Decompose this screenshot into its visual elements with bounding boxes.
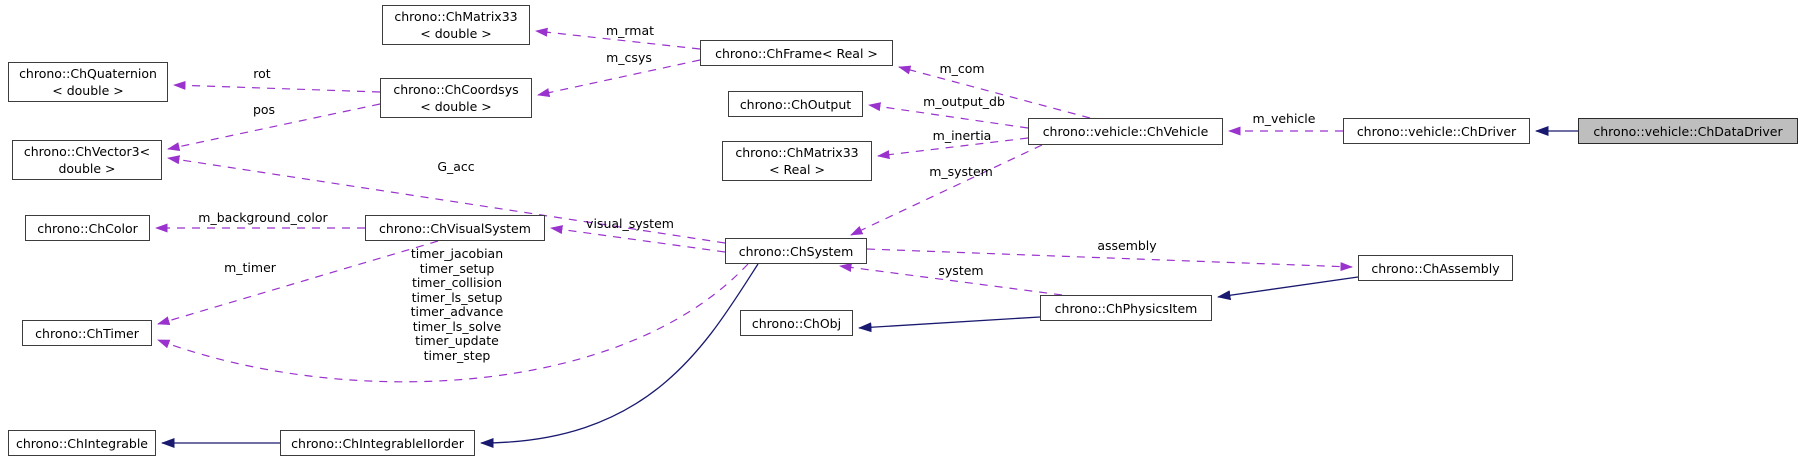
class-node-chcoordsys-double[interactable]: chrono::ChCoordsys< double > <box>380 78 532 118</box>
edge-m_rmat <box>536 31 700 49</box>
class-node-chvector3-double[interactable]: chrono::ChVector3<double > <box>12 140 162 180</box>
edge-pos <box>168 104 380 149</box>
class-node-chassembly[interactable]: chrono::ChAssembly <box>1358 255 1513 281</box>
edge-inherit-physicsitem-chobj <box>859 317 1040 328</box>
class-node-label: chrono::ChPhysicsItem <box>1055 300 1198 317</box>
edge-inherit-assembly-physicsitem <box>1218 277 1358 297</box>
edge-m_inertia <box>878 138 1028 156</box>
class-node-label: < double > <box>52 82 124 99</box>
class-node-label: double > <box>58 160 115 177</box>
class-node-chphysicsitem[interactable]: chrono::ChPhysicsItem <box>1040 295 1212 321</box>
class-node-chdriver[interactable]: chrono::vehicle::ChDriver <box>1343 118 1530 144</box>
class-node-label: chrono::ChAssembly <box>1371 260 1499 277</box>
class-node-label: < Real > <box>769 161 825 178</box>
class-node-label: chrono::ChFrame< Real > <box>715 45 878 62</box>
class-node-chvehicle[interactable]: chrono::vehicle::ChVehicle <box>1028 118 1223 145</box>
class-node-chobj[interactable]: chrono::ChObj <box>740 310 853 336</box>
class-node-label: chrono::ChMatrix33 <box>394 8 517 25</box>
class-node-label: chrono::ChColor <box>37 220 138 237</box>
class-node-choutput[interactable]: chrono::ChOutput <box>728 91 863 117</box>
edge-visual_system <box>551 228 725 252</box>
edge-m_timer <box>158 241 438 324</box>
class-node-label: chrono::vehicle::ChVehicle <box>1043 123 1209 140</box>
class-node-label: chrono::ChVisualSystem <box>379 220 531 237</box>
edge-m_com <box>899 67 1090 118</box>
class-node-label: chrono::ChTimer <box>35 325 139 342</box>
edge-rot <box>174 85 380 92</box>
class-node-label: chrono::ChOutput <box>740 96 851 113</box>
class-node-label: chrono::ChMatrix33 <box>735 144 858 161</box>
class-node-label: chrono::ChIntegrable <box>16 435 148 452</box>
class-node-label: chrono::ChVector3< <box>24 143 150 160</box>
edge-timers <box>158 264 748 382</box>
class-node-chintegrableiiorder[interactable]: chrono::ChIntegrableIIorder <box>280 430 475 456</box>
class-node-chmatrix33-real[interactable]: chrono::ChMatrix33< Real > <box>722 141 872 181</box>
class-node-label: chrono::ChObj <box>752 315 841 332</box>
class-node-chquaternion-double[interactable]: chrono::ChQuaternion< double > <box>8 62 168 102</box>
class-node-label: < double > <box>420 98 492 115</box>
class-node-chtimer[interactable]: chrono::ChTimer <box>22 320 152 346</box>
class-node-chmatrix33-double[interactable]: chrono::ChMatrix33< double > <box>382 5 530 45</box>
edge-system <box>840 266 1062 295</box>
class-node-label: < double > <box>420 25 492 42</box>
class-node-chvisualsystem[interactable]: chrono::ChVisualSystem <box>365 215 545 241</box>
edge-m_output_db <box>869 105 1028 128</box>
class-node-chcolor[interactable]: chrono::ChColor <box>25 215 150 241</box>
class-node-label: chrono::vehicle::ChDataDriver <box>1593 123 1782 140</box>
class-node-chframe-real[interactable]: chrono::ChFrame< Real > <box>700 40 893 66</box>
class-node-label: chrono::ChCoordsys <box>393 81 518 98</box>
edge-m_system <box>851 145 1042 235</box>
class-node-label: chrono::ChSystem <box>739 243 854 260</box>
class-node-label: chrono::ChQuaternion <box>19 65 157 82</box>
edge-inherit-chsystem-iiorder <box>481 264 758 443</box>
class-node-chdatadriver[interactable]: chrono::vehicle::ChDataDriver <box>1578 118 1798 144</box>
class-node-chsystem[interactable]: chrono::ChSystem <box>725 238 867 264</box>
class-node-label: chrono::vehicle::ChDriver <box>1357 123 1516 140</box>
edge-assembly <box>867 249 1352 267</box>
edge-m_csys <box>538 60 700 95</box>
class-node-label: chrono::ChIntegrableIIorder <box>291 435 464 452</box>
class-node-chintegrable[interactable]: chrono::ChIntegrable <box>8 430 156 456</box>
